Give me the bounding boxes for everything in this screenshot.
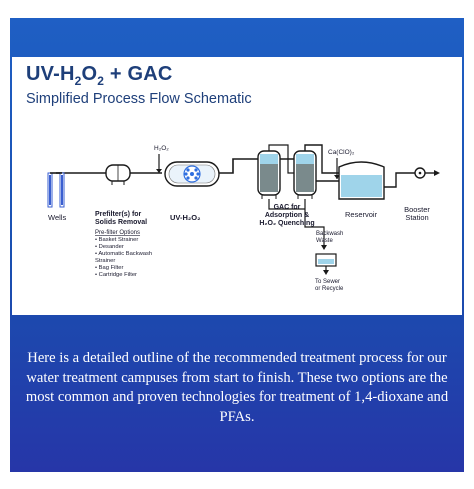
label-gac-2: Adsorption & xyxy=(265,212,309,219)
prefilter-unit xyxy=(105,164,131,185)
distribution-arrow xyxy=(434,170,440,176)
schematic-title: UV-H2O2 + GAC xyxy=(26,63,173,88)
label-booster-2: Station xyxy=(405,213,428,222)
reservoir-tank xyxy=(338,161,385,200)
prefilter-option-4: Strainer xyxy=(95,258,115,264)
label-wells: Wells xyxy=(48,213,66,222)
h2o2-injection-label: H₂O₂ xyxy=(154,145,169,152)
label-prefilter-2: Solids Removal xyxy=(95,219,147,226)
backwash-water xyxy=(318,259,334,264)
gac-outlet-pipe xyxy=(304,144,339,174)
uv-reactor xyxy=(164,161,220,187)
gac-vessel-lag xyxy=(293,150,317,199)
title-rest: + GAC xyxy=(104,63,173,85)
label-reservoir: Reservoir xyxy=(345,210,378,219)
booster-pump xyxy=(414,167,426,179)
label-sewer-2: or Recycle xyxy=(315,286,344,292)
flow-diagram: H₂O₂ xyxy=(47,144,440,292)
prefilter-option-6: • Cartridge Filter xyxy=(95,272,137,278)
title-sub-2b: 2 xyxy=(97,74,105,88)
label-booster-1: Booster xyxy=(404,205,430,214)
label-prefilter-1: Prefilter(s) for xyxy=(95,211,142,218)
gac-interconnect-pipe xyxy=(268,144,294,174)
caclo-injection-label: Ca(ClO)₂ xyxy=(328,149,355,156)
schematic-subtitle: Simplified Process Flow Schematic xyxy=(26,91,252,107)
title-o: O xyxy=(81,63,98,85)
title-sub-2a: 2 xyxy=(74,74,82,88)
backwash-pipe xyxy=(268,199,325,249)
well-right xyxy=(59,172,65,208)
title-main: UV-H xyxy=(26,63,75,85)
caption-text: Here is a detailed outline of the recomm… xyxy=(25,350,449,425)
label-backwash-2: Waste xyxy=(316,238,333,244)
backwash-arrow xyxy=(321,245,327,250)
reservoir-outlet-pipe xyxy=(384,172,416,188)
prefilter-option-3: • Automatic Backwash xyxy=(95,251,152,257)
process-flow-schematic: UV-H2O2 + GAC Simplified Process Flow Sc… xyxy=(12,57,462,315)
well-left xyxy=(47,172,53,208)
label-gac-1: GAC for xyxy=(274,204,301,211)
main-pipe xyxy=(56,158,362,182)
prefilter-option-2: • Desander xyxy=(95,244,124,250)
gac-vessel-lead xyxy=(257,150,281,199)
prefilter-option-5: • Bag Filter xyxy=(95,265,124,271)
h2o2-injection-arrow xyxy=(156,169,162,173)
prefilter-options-title: Pre-filter Options xyxy=(95,230,140,236)
label-sewer-1: To Sewer xyxy=(315,279,340,285)
label-backwash-1: Backwash xyxy=(316,231,343,237)
label-uv: UV-H₂O₂ xyxy=(170,213,200,222)
label-gac-3: H₂O₂ Quenching xyxy=(259,220,314,227)
prefilter-option-1: • Basket Strainer xyxy=(95,237,138,243)
sewer-arrow xyxy=(323,270,329,275)
